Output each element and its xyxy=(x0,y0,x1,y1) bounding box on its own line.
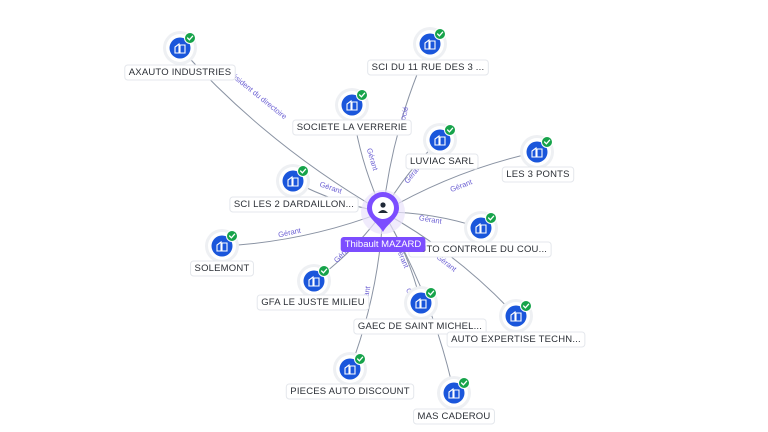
check-badge-icon xyxy=(434,28,446,40)
company-name-mascaderou: MAS CADEROU xyxy=(418,411,491,422)
label-background xyxy=(405,153,479,170)
check-badge-icon xyxy=(226,230,238,242)
building-glyph xyxy=(434,134,446,146)
check-mark xyxy=(358,92,366,98)
check-mark xyxy=(228,233,236,239)
check-badge-icon xyxy=(425,287,437,299)
check-badge-icon xyxy=(485,212,497,224)
edge-label-sci2: Gérant xyxy=(319,180,344,196)
company-node-gaec[interactable]: GAEC DE SAINT MICHEL... xyxy=(353,286,487,335)
label-background xyxy=(367,59,489,76)
building-glyph xyxy=(448,387,460,399)
company-node-3ponts[interactable]: LES 3 PONTS xyxy=(501,135,575,183)
edge-label-3ponts: Gérant xyxy=(449,177,474,194)
label-background xyxy=(124,64,236,81)
company-name-pieces: PIECES AUTO DISCOUNT xyxy=(290,386,409,397)
building-glyph xyxy=(510,310,522,322)
person-body xyxy=(378,210,388,213)
check-mark xyxy=(299,168,307,174)
label-background xyxy=(413,408,495,425)
check-badge-icon xyxy=(458,377,470,389)
company-name-solemont: SOLEMONT xyxy=(195,263,250,274)
company-node-sci2[interactable]: SCI LES 2 DARDAILLON... xyxy=(229,164,359,213)
check-mark xyxy=(543,139,551,145)
building-glyph xyxy=(475,222,487,234)
check-mark xyxy=(356,356,364,362)
person-name: Thibault MAZARD xyxy=(345,239,422,250)
company-name-gfa: GFA LE JUSTE MILIEU xyxy=(261,297,365,308)
edge-label-verrerie: Gérant xyxy=(365,147,380,172)
building-glyph xyxy=(174,42,186,54)
check-mark xyxy=(427,290,435,296)
building-glyph xyxy=(344,363,356,375)
building-glyph xyxy=(415,297,427,309)
check-badge-icon xyxy=(354,353,366,365)
check-mark xyxy=(436,31,444,37)
company-node-autoexpertise[interactable]: AUTO EXPERTISE TECHN... xyxy=(446,299,586,348)
label-background xyxy=(353,318,487,335)
building-glyph xyxy=(308,275,320,287)
company-node-mascaderou[interactable]: MAS CADEROU xyxy=(413,376,495,425)
check-badge-icon xyxy=(444,124,456,136)
company-name-autocontrole: AUTO CONTROLE DU COU... xyxy=(413,244,547,255)
company-node-pieces[interactable]: PIECES AUTO DISCOUNT xyxy=(285,352,415,400)
check-mark xyxy=(320,268,328,274)
edge-label-solemont: Gérant xyxy=(277,226,302,240)
company-name-sci11: SCI DU 11 RUE DES 3 ... xyxy=(372,62,485,73)
person-pin-inner xyxy=(372,197,394,219)
label-background xyxy=(190,260,254,277)
company-nodes: AXAUTO INDUSTRIES SCI DU 11 RUE DES 3 ...… xyxy=(124,27,586,425)
building-glyph xyxy=(346,99,358,111)
check-badge-icon xyxy=(520,300,532,312)
company-name-3ponts: LES 3 PONTS xyxy=(506,169,569,180)
check-mark xyxy=(487,215,495,221)
check-badge-icon xyxy=(318,265,330,277)
label-background xyxy=(256,294,370,311)
building-glyph xyxy=(216,240,228,252)
check-badge-icon xyxy=(541,136,553,148)
check-mark xyxy=(522,303,530,309)
company-node-luviac[interactable]: LUVIAC SARL xyxy=(405,123,479,170)
check-badge-icon xyxy=(297,165,309,177)
company-name-sci2: SCI LES 2 DARDAILLON... xyxy=(234,199,354,210)
building-glyph xyxy=(424,38,436,50)
company-name-axauto: AXAUTO INDUSTRIES xyxy=(129,67,231,78)
company-node-axauto[interactable]: AXAUTO INDUSTRIES xyxy=(124,31,236,81)
company-node-verrerie[interactable]: SOCIETE LA VERRERIE xyxy=(292,88,412,136)
check-mark xyxy=(446,127,454,133)
person-head xyxy=(380,202,386,208)
check-mark xyxy=(460,380,468,386)
company-name-gaec: GAEC DE SAINT MICHEL... xyxy=(358,321,482,332)
company-node-gfa[interactable]: GFA LE JUSTE MILIEU xyxy=(256,264,370,311)
check-mark xyxy=(186,35,194,41)
person-node[interactable]: Thibault MAZARD xyxy=(340,190,426,252)
label-background xyxy=(292,119,412,136)
company-node-sci11[interactable]: SCI DU 11 RUE DES 3 ... xyxy=(367,27,489,76)
company-node-solemont[interactable]: SOLEMONT xyxy=(190,229,254,277)
edge-label-autocontrole: Gérant xyxy=(418,213,443,226)
label-background xyxy=(446,331,586,348)
label-background xyxy=(285,383,415,400)
company-name-luviac: LUVIAC SARL xyxy=(410,156,474,167)
check-badge-icon xyxy=(184,32,196,44)
building-glyph xyxy=(287,175,299,187)
company-name-autoexpertise: AUTO EXPERTISE TECHN... xyxy=(451,334,581,345)
person-name-background xyxy=(340,237,426,252)
building-glyph xyxy=(531,146,543,158)
label-background xyxy=(501,166,575,183)
label-background xyxy=(229,196,359,213)
check-badge-icon xyxy=(356,89,368,101)
company-name-verrerie: SOCIETE LA VERRERIE xyxy=(297,122,407,133)
